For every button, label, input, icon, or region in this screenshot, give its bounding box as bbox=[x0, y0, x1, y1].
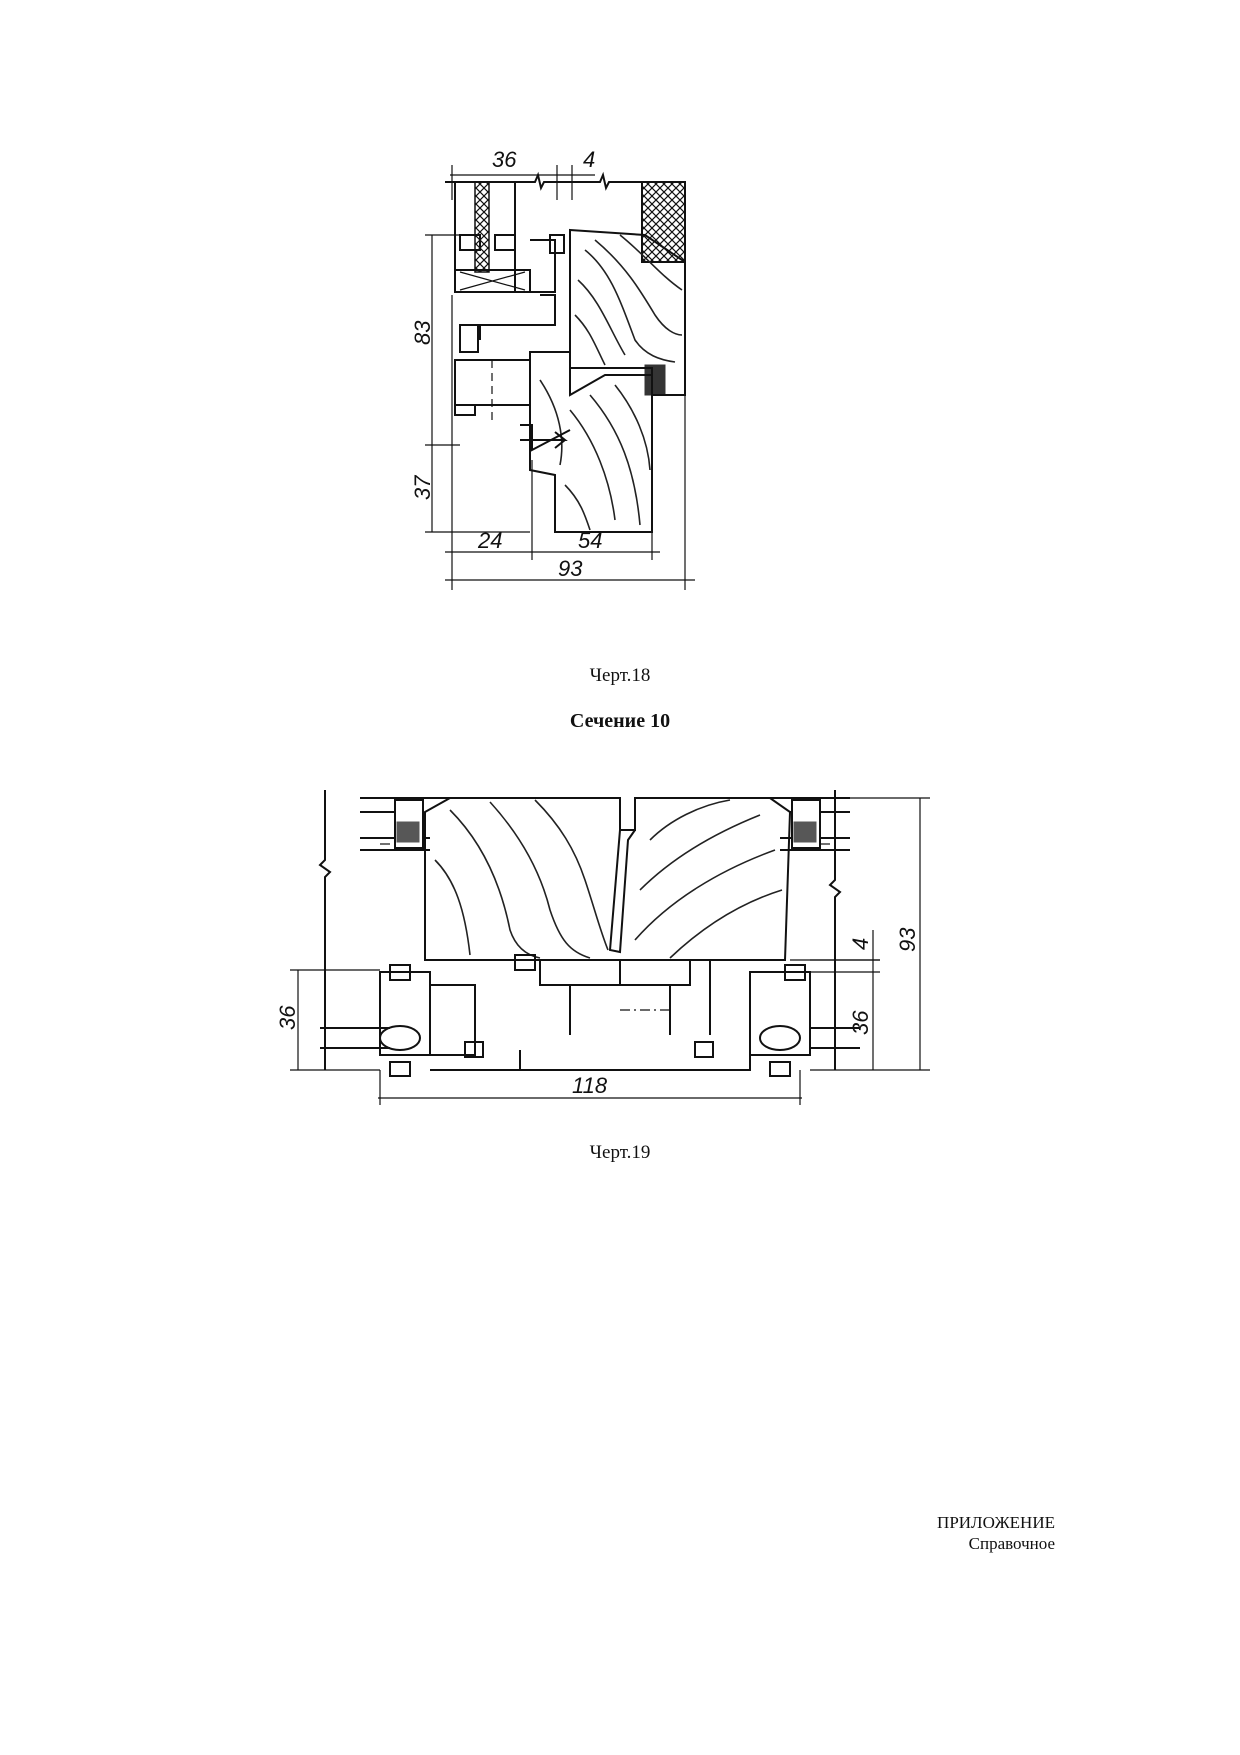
alu-profile-upper bbox=[454, 181, 565, 353]
appendix-subtitle: Справочное bbox=[968, 1534, 1055, 1553]
dim-37: 37 bbox=[410, 475, 435, 500]
dim-bottom: 24 54 93 bbox=[445, 295, 695, 590]
figure-18-caption: Черт.18 bbox=[589, 665, 651, 686]
figure-18-drawing: 36 4 bbox=[410, 140, 800, 670]
lower-sash bbox=[529, 351, 653, 533]
dim-93: 93 bbox=[558, 556, 583, 581]
dim-left: 83 37 bbox=[410, 234, 530, 533]
appendix-block: ПРИЛОЖЕНИЕ Справочное bbox=[937, 1512, 1055, 1554]
figure-19-caption: Черт.19 bbox=[589, 1142, 651, 1163]
alu-profiles bbox=[379, 954, 811, 1077]
upper-frame bbox=[569, 228, 686, 396]
seal-block bbox=[641, 181, 686, 263]
dim-top: 36 4 bbox=[450, 147, 595, 200]
dim-54: 54 bbox=[578, 528, 602, 553]
dim-right-36: 36 bbox=[848, 1010, 873, 1035]
section-title: Сечение 10 bbox=[569, 710, 671, 732]
figure-19-drawing: 36 4 93 36 118 bbox=[275, 780, 940, 1140]
fig19-dims: 36 4 93 36 118 bbox=[275, 797, 930, 1105]
dim-4: 4 bbox=[848, 938, 873, 950]
appendix-title: ПРИЛОЖЕНИЕ bbox=[937, 1513, 1055, 1532]
dim-24: 24 bbox=[477, 528, 502, 553]
dim-93: 93 bbox=[895, 927, 920, 952]
dim-83: 83 bbox=[410, 320, 435, 345]
dim-4: 4 bbox=[583, 147, 595, 172]
dim-118: 118 bbox=[572, 1073, 608, 1098]
figure-18-svg: 36 4 bbox=[410, 147, 695, 590]
dim-left-36: 36 bbox=[275, 1005, 300, 1030]
alu-profile-lower bbox=[454, 359, 571, 452]
dim-36: 36 bbox=[492, 147, 517, 172]
wood-mullion bbox=[424, 797, 792, 961]
figure-19-svg: 36 4 93 36 118 bbox=[275, 790, 930, 1105]
